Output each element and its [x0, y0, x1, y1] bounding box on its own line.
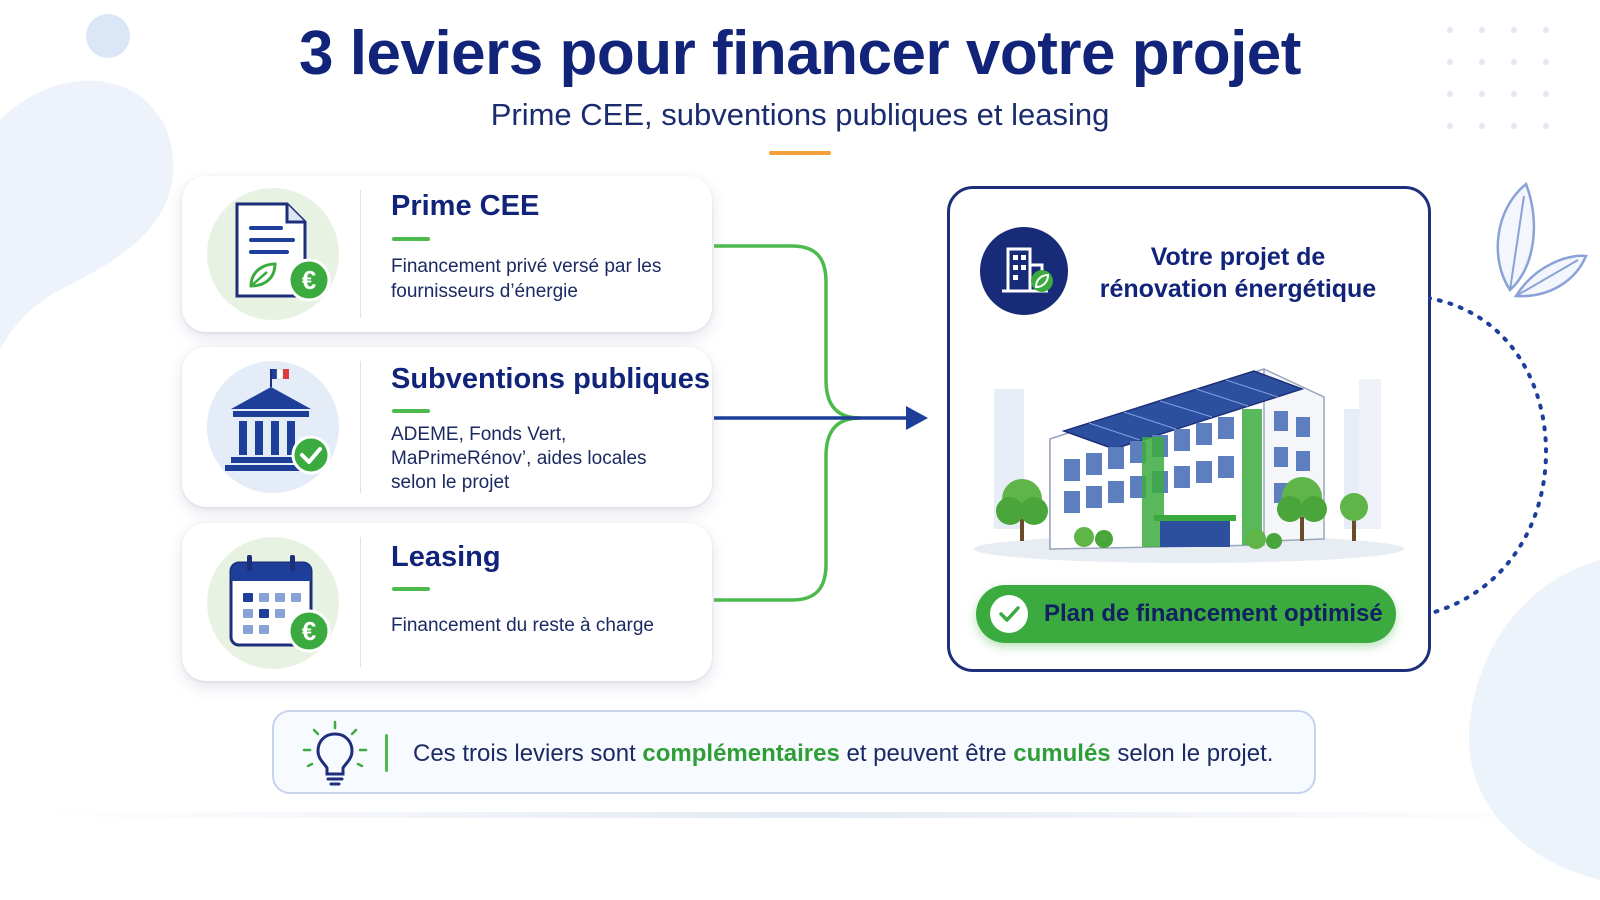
lever-description: ADEME, Fonds Vert, MaPrimeRénov’, aides …: [391, 424, 647, 493]
document-euro-icon: €: [207, 188, 339, 320]
merge-connector: [714, 244, 928, 602]
card-divider: [360, 190, 361, 318]
lever-description: Financement du reste à charge: [391, 615, 654, 636]
project-title-line1: Votre projet de: [1150, 243, 1326, 271]
government-building-icon: [207, 361, 339, 493]
card-divider: [360, 537, 361, 667]
lever-title: Leasing: [391, 541, 501, 573]
floor-shadow: [40, 812, 1560, 818]
header: 3 leviers pour financer votre projet Pri…: [0, 0, 1600, 155]
lever-card-prime-cee: € Prime CEE Financement privé versé par …: [182, 176, 712, 332]
svg-text:€: €: [302, 265, 316, 295]
svg-text:€: €: [302, 616, 316, 646]
card-divider: [360, 361, 361, 493]
project-title: Votre projet de rénovation énergétique: [1088, 241, 1388, 305]
note-text-part1: Ces trois leviers sont: [413, 740, 643, 767]
lever-title-underline: [392, 237, 430, 241]
note-text-part2: et peuvent être: [839, 740, 1014, 767]
calendar-euro-icon: €: [207, 537, 339, 669]
note-text-part3: selon le projet.: [1110, 740, 1274, 767]
check-icon: [990, 595, 1028, 633]
dotted-arc: [1428, 296, 1548, 616]
note-highlight-complementaires: complémentaires: [642, 740, 840, 767]
building-illustration: [974, 367, 1404, 563]
note-divider: [385, 734, 388, 772]
lever-description: Financement privé versé par les fourniss…: [391, 256, 662, 302]
lever-title-underline: [392, 409, 430, 413]
plan-financement-button[interactable]: Plan de financement optimisé: [976, 585, 1396, 643]
page-subtitle: Prime CEE, subventions publiques et leas…: [490, 97, 1110, 132]
lever-card-leasing: € Leasing Financement du reste à charge: [182, 523, 712, 681]
lever-title: Prime CEE: [391, 190, 540, 222]
note-highlight-cumules: cumulés: [1013, 740, 1111, 767]
eco-building-icon: [978, 225, 1070, 317]
plan-financement-label: Plan de financement optimisé: [1044, 600, 1383, 627]
note-text: Ces trois leviers sont complémentaires e…: [413, 740, 1273, 768]
leaf-decoration-icon: [1496, 181, 1588, 298]
project-card: Votre projet de rénovation énergétique: [947, 186, 1431, 672]
project-title-line2: rénovation énergétique: [1099, 275, 1377, 303]
lever-card-subventions: Subventions publiques ADEME, Fonds Vert,…: [182, 347, 712, 507]
lever-title-underline: [392, 587, 430, 591]
info-note: Ces trois leviers sont complémentaires e…: [272, 710, 1316, 794]
title-underline: [769, 151, 831, 155]
lever-title: Subventions publiques: [391, 363, 711, 395]
lightbulb-icon: [300, 720, 370, 795]
page-title: 3 leviers pour financer votre projet: [299, 19, 1301, 88]
arrow-right-icon: [906, 406, 928, 430]
